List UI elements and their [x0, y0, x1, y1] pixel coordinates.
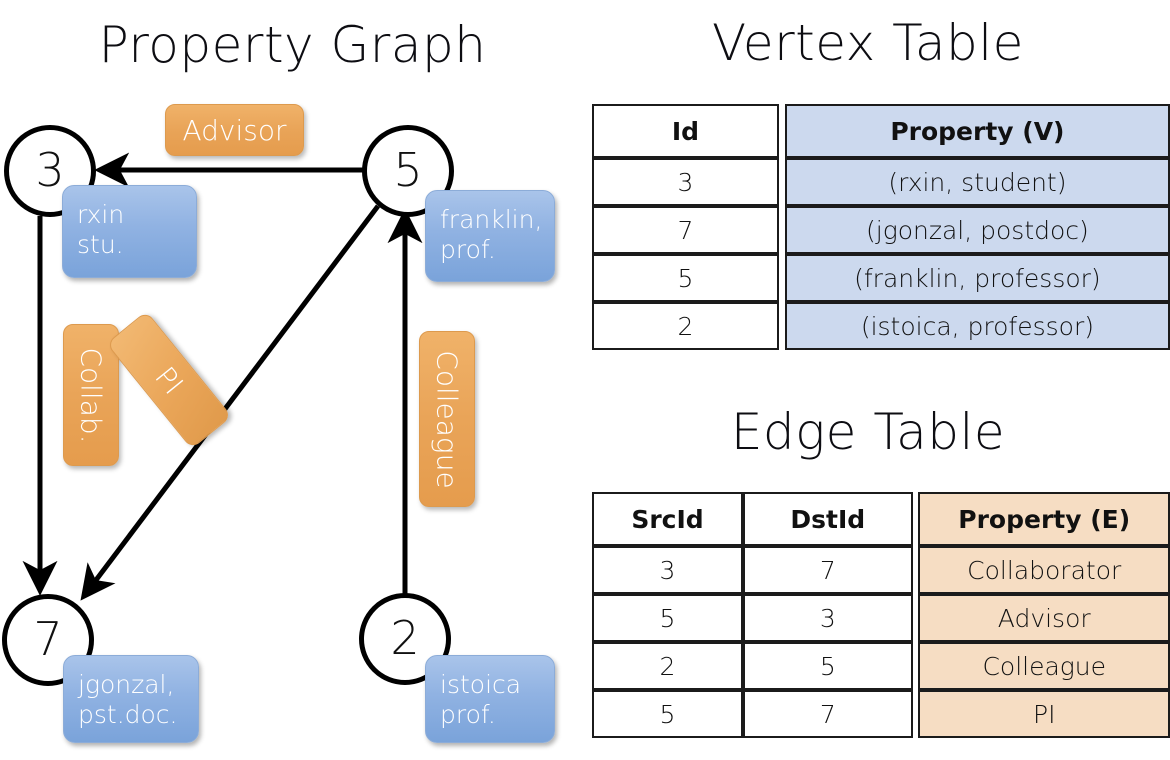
- vertex-row-1-property: (jgonzal, postdoc): [784, 206, 1170, 254]
- table-row: 3 7 Collaborator: [592, 546, 1170, 594]
- vertex-row-3-property: (istoica, professor): [784, 302, 1170, 350]
- edge-table-header-srcid: SrcId: [592, 492, 744, 546]
- edge-table-header-property: Property (E): [918, 492, 1170, 546]
- vertex-row-1-id: 7: [592, 206, 779, 254]
- table-row: 2 5 Colleague: [592, 642, 1170, 690]
- page-title-property-graph: Property Graph: [98, 16, 487, 74]
- graph-edge-pi: [80, 204, 380, 601]
- property-graph-diagram: [22, 152, 423, 601]
- edge-table-header-row: SrcId DstId Property (E): [592, 492, 1170, 546]
- page-title-vertex-table: Vertex Table: [712, 14, 1024, 72]
- vertex-row-2-property: (franklin, professor): [784, 254, 1170, 302]
- vertex-property-5-line2: prof.: [440, 235, 496, 264]
- vertex-table: Id Property (V) 3 (rxin, student) 7 (jgo…: [592, 104, 1170, 350]
- vertex-row-2-id: 5: [592, 254, 779, 302]
- edge-row-3-property: PI: [918, 690, 1170, 738]
- graph-node-2[interactable]: 2: [359, 593, 451, 685]
- edge-row-0-dst: 7: [743, 546, 913, 594]
- vertex-table-header-row: Id Property (V): [592, 104, 1170, 158]
- edge-row-1-dst: 3: [743, 594, 913, 642]
- graph-node-3-label: 3: [35, 143, 65, 197]
- table-row: 5 (franklin, professor): [592, 254, 1170, 302]
- vertex-property-box-7: jgonzal, pst.doc.: [63, 655, 199, 743]
- vertex-row-0-property: (rxin, student): [784, 158, 1170, 206]
- edge-row-2-property: Colleague: [918, 642, 1170, 690]
- vertex-table-header-property: Property (V): [784, 104, 1170, 158]
- edge-label-advisor: Advisor: [165, 104, 304, 156]
- vertex-property-box-3: rxin stu.: [62, 185, 197, 278]
- edge-row-0-property: Collaborator: [918, 546, 1170, 594]
- vertex-row-0-id: 3: [592, 158, 779, 206]
- edge-label-pi-text: PI: [148, 359, 190, 401]
- vertex-property-3-line2: stu.: [77, 230, 124, 259]
- edge-table: SrcId DstId Property (E) 3 7 Collaborato…: [592, 492, 1170, 738]
- vertex-property-box-5: franklin, prof.: [425, 190, 555, 282]
- vertex-property-7-line2: pst.doc.: [78, 700, 178, 729]
- table-row: 7 (jgonzal, postdoc): [592, 206, 1170, 254]
- graph-node-7-label: 7: [33, 612, 63, 666]
- edge-label-colleague: Colleague: [419, 331, 475, 507]
- vertex-table-header-id: Id: [592, 104, 779, 158]
- table-row: 2 (istoica, professor): [592, 302, 1170, 350]
- edge-label-collaborator-text: Collab.: [74, 346, 108, 444]
- vertex-property-2-line2: prof.: [440, 700, 496, 729]
- table-row: 3 (rxin, student): [592, 158, 1170, 206]
- edge-row-3-dst: 7: [743, 690, 913, 738]
- vertex-property-3-line1: rxin: [77, 200, 125, 229]
- vertex-property-7-line1: jgonzal,: [78, 670, 175, 699]
- graph-node-2-label: 2: [390, 611, 420, 665]
- vertex-property-box-2: istoica prof.: [425, 655, 555, 743]
- edge-label-colleague-text: Colleague: [430, 349, 464, 489]
- vertex-property-2-line1: istoica: [440, 670, 522, 699]
- edge-row-2-src: 2: [592, 642, 744, 690]
- edge-row-3-src: 5: [592, 690, 744, 738]
- edge-table-header-dstid: DstId: [743, 492, 913, 546]
- edge-row-1-property: Advisor: [918, 594, 1170, 642]
- edge-row-1-src: 5: [592, 594, 744, 642]
- page-title-edge-table: Edge Table: [730, 403, 1006, 461]
- edge-label-advisor-text: Advisor: [182, 113, 287, 147]
- table-row: 5 3 Advisor: [592, 594, 1170, 642]
- edge-row-2-dst: 5: [743, 642, 913, 690]
- vertex-row-3-id: 2: [592, 302, 779, 350]
- graph-node-5-label: 5: [393, 143, 423, 197]
- edge-row-0-src: 3: [592, 546, 744, 594]
- table-row: 5 7 PI: [592, 690, 1170, 738]
- vertex-property-5-line1: franklin,: [440, 205, 543, 234]
